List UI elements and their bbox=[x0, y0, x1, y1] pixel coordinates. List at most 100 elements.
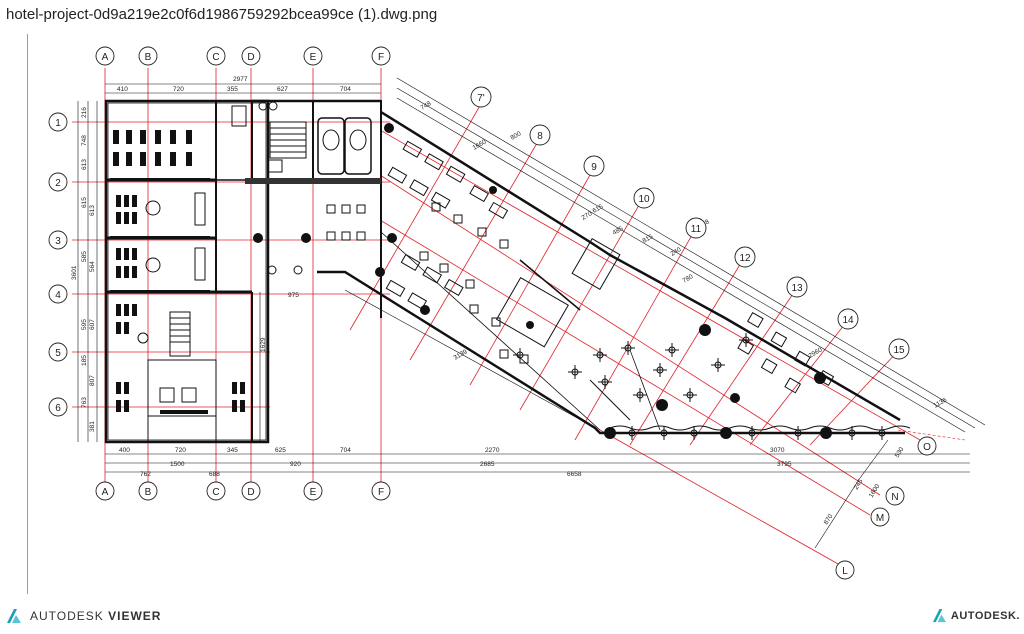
dim-top: 720 bbox=[173, 86, 184, 93]
dim-bottom-2: 2685 bbox=[480, 461, 495, 468]
grid-bubble-diag-9 bbox=[583, 155, 605, 177]
autodesk-brand-right[interactable]: AUTODESK. bbox=[932, 608, 1020, 623]
dim-top-total: 2977 bbox=[233, 76, 248, 83]
dim-left: 763 bbox=[81, 397, 88, 408]
grid-bubble-bottom-d bbox=[241, 481, 261, 501]
grid-bubble-left-5 bbox=[48, 342, 68, 362]
dim-misc: 245 bbox=[853, 478, 865, 491]
grid-label: N bbox=[891, 492, 898, 503]
dim-left: 216 bbox=[81, 107, 88, 118]
grid-bubble-m bbox=[870, 507, 890, 527]
grid-label: D bbox=[247, 487, 254, 498]
grid-label: 10 bbox=[638, 194, 650, 205]
viewer-brand[interactable]: AUTODESK VIEWER bbox=[6, 608, 161, 624]
dim-left: 564 bbox=[89, 261, 96, 272]
dim-bottom-1: 345 bbox=[227, 447, 238, 454]
furniture-round-tables bbox=[137, 192, 206, 403]
dim-misc: 780 bbox=[682, 273, 695, 285]
dim-left: 381 bbox=[89, 421, 96, 432]
grid-label: 9 bbox=[591, 162, 597, 173]
grid-bubble-diag-7p bbox=[470, 86, 492, 108]
plants-mid bbox=[253, 233, 397, 243]
grid-bubble-left-1 bbox=[48, 112, 68, 132]
drawing-root: 2977 410 720 355 627 704 400 720 345 625… bbox=[48, 46, 986, 580]
grid-label: 13 bbox=[791, 283, 803, 294]
dim-bottom-2: 762 bbox=[140, 471, 151, 478]
furniture-desks bbox=[110, 130, 245, 414]
dim-misc: 2960 bbox=[808, 346, 824, 359]
dim-left: 185 bbox=[81, 355, 88, 366]
file-title: hotel-project-0d9a219e2c0f6d1986759292bc… bbox=[6, 6, 438, 23]
grid-label: O bbox=[923, 442, 931, 453]
dim-misc: 240 bbox=[670, 246, 683, 258]
grid-label: E bbox=[310, 52, 317, 63]
dim-misc: 870 bbox=[823, 513, 835, 526]
grid-bubble-bottom-a bbox=[95, 481, 115, 501]
dim-top: 410 bbox=[117, 86, 128, 93]
core-stairs-parking bbox=[231, 101, 372, 175]
dim-misc: 1600 bbox=[868, 483, 882, 499]
grid-bubble-left-4 bbox=[48, 284, 68, 304]
viewer-brand-text: AUTODESK VIEWER bbox=[30, 609, 161, 623]
grid-bubble-bottom-c bbox=[206, 481, 226, 501]
dwg-drawing-canvas[interactable]: 2977 410 720 355 627 704 400 720 345 625… bbox=[27, 34, 1021, 596]
dim-bottom-1: 625 bbox=[275, 447, 286, 454]
dim-left: 595 bbox=[81, 319, 88, 330]
grid-label: 4 bbox=[55, 290, 61, 301]
grid-label: C bbox=[212, 52, 219, 63]
grid-bubble-diag-13 bbox=[786, 276, 808, 298]
grid-bubble-top-b bbox=[138, 46, 158, 66]
dim-misc: 815 bbox=[642, 233, 655, 245]
dim-misc: 748 bbox=[420, 100, 433, 112]
dim-left: 607 bbox=[89, 319, 96, 330]
grid-bubble-bottom-b bbox=[138, 481, 158, 501]
grid-bubble-diag-14 bbox=[837, 308, 859, 330]
dim-left: 615 bbox=[81, 197, 88, 208]
grid-label: 5 bbox=[55, 348, 61, 359]
grid-label: 11 bbox=[691, 224, 702, 235]
dim-bottom-1: 2270 bbox=[485, 447, 500, 454]
plants-diag bbox=[375, 123, 832, 439]
grid-bubble-top-f bbox=[371, 46, 391, 66]
grid-label: A bbox=[102, 487, 109, 498]
grid-bubble-left-6 bbox=[48, 397, 68, 417]
viewer-left-border bbox=[27, 34, 28, 594]
grid-bubble-left-3 bbox=[48, 230, 68, 250]
grid-bubble-diag-8 bbox=[529, 124, 551, 146]
dimension-texts: 2977 410 720 355 627 704 400 720 345 625… bbox=[71, 76, 948, 526]
dim-bottom-1: 3070 bbox=[770, 447, 785, 454]
grid-label: C bbox=[212, 487, 219, 498]
dim-bottom-3: 6658 bbox=[567, 471, 582, 478]
furniture-dining-mid bbox=[267, 204, 366, 275]
dim-left-total: 3601 bbox=[71, 265, 78, 280]
grid-label: 14 bbox=[842, 315, 854, 326]
grid-bubble-top-c bbox=[206, 46, 226, 66]
grid-label: 1 bbox=[55, 118, 61, 129]
dim-left: 748 bbox=[81, 135, 88, 146]
grid-bubble-l bbox=[835, 560, 855, 580]
autodesk-logo-icon bbox=[932, 608, 946, 623]
grid-label: 7' bbox=[477, 93, 485, 104]
grid-label: 3 bbox=[55, 236, 61, 247]
dim-misc: 800 bbox=[510, 130, 523, 142]
dim-bottom-1: 704 bbox=[340, 447, 351, 454]
grid-bubble-top-d bbox=[241, 46, 261, 66]
grid-label: M bbox=[876, 513, 884, 524]
grid-label: A bbox=[102, 52, 109, 63]
dim-bottom-1: 400 bbox=[119, 447, 130, 454]
dim-misc: 530 bbox=[894, 446, 906, 459]
grid-bubble-bottom-e bbox=[303, 481, 323, 501]
grid-label: B bbox=[145, 487, 152, 498]
grid-bubble-diag-12 bbox=[734, 246, 756, 268]
dim-misc: 615 bbox=[592, 203, 605, 215]
viewer-brand-prefix: AUTODESK bbox=[30, 609, 104, 623]
grid-label: D bbox=[247, 52, 254, 63]
hedge-line bbox=[609, 425, 911, 431]
grid-bubble-n bbox=[885, 486, 905, 506]
grid-label: E bbox=[310, 487, 317, 498]
grid-bubbles bbox=[48, 46, 937, 580]
grid-labels: A B C D E F A B C D E F 1 2 3 4 5 6 7' 8… bbox=[55, 52, 931, 577]
grid-label: 6 bbox=[55, 403, 61, 414]
dim-left: 613 bbox=[81, 159, 88, 170]
furniture-cafe-tables bbox=[513, 333, 889, 440]
